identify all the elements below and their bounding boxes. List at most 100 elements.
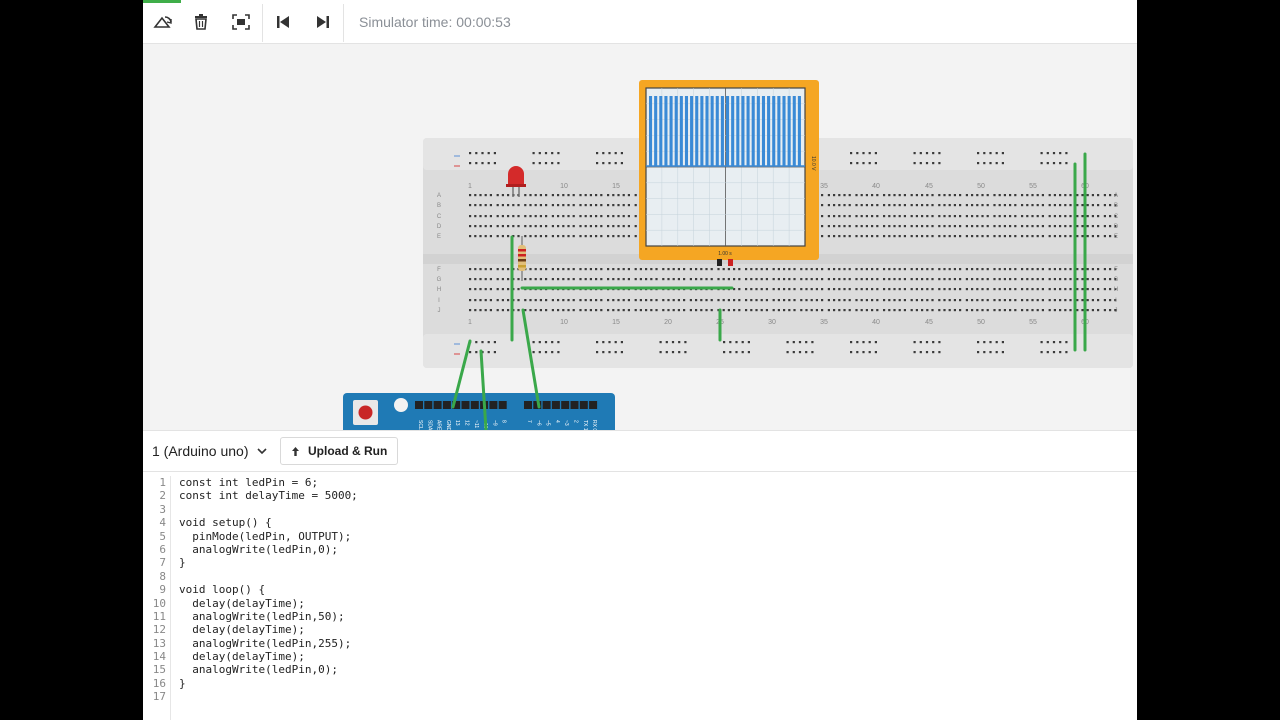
breadboard-hole[interactable]	[1064, 309, 1067, 312]
breadboard-hole[interactable]	[910, 299, 913, 302]
breadboard-hole[interactable]	[645, 278, 648, 281]
breadboard-hole[interactable]	[815, 299, 818, 302]
breadboard-hole[interactable]	[965, 204, 968, 207]
rail-hole[interactable]	[544, 162, 548, 165]
breadboard-hole[interactable]	[595, 299, 598, 302]
breadboard-hole[interactable]	[1003, 215, 1006, 218]
breadboard-hole[interactable]	[1109, 204, 1112, 207]
breadboard-hole[interactable]	[507, 204, 510, 207]
breadboard-hole[interactable]	[838, 215, 841, 218]
breadboard-hole[interactable]	[617, 204, 620, 207]
breadboard-hole[interactable]	[1097, 299, 1100, 302]
rail-hole[interactable]	[913, 351, 916, 354]
breadboard-hole[interactable]	[469, 288, 472, 291]
breadboard-hole[interactable]	[1103, 225, 1106, 228]
breadboard-hole[interactable]	[898, 204, 901, 207]
breadboard-hole[interactable]	[557, 194, 560, 197]
breadboard-hole[interactable]	[733, 288, 736, 291]
breadboard-hole[interactable]	[1036, 235, 1039, 238]
rail-hole[interactable]	[538, 152, 541, 155]
rail-hole[interactable]	[684, 341, 687, 344]
rail-hole[interactable]	[665, 351, 668, 354]
breadboard-hole[interactable]	[921, 288, 924, 291]
breadboard-hole[interactable]	[484, 225, 487, 228]
breadboard-hole[interactable]	[800, 309, 803, 312]
breadboard-hole[interactable]	[489, 288, 492, 291]
breadboard-hole[interactable]	[479, 225, 482, 228]
rail-hole[interactable]	[493, 351, 496, 354]
breadboard-hole[interactable]	[469, 235, 472, 238]
breadboard-hole[interactable]	[883, 309, 886, 312]
code-line[interactable]: analogWrite(ledPin,0);	[179, 663, 338, 677]
breadboard-hole[interactable]	[545, 225, 548, 228]
breadboard-hole[interactable]	[953, 299, 956, 302]
rail-hole[interactable]	[671, 351, 675, 354]
breadboard-hole[interactable]	[893, 309, 896, 312]
breadboard-hole[interactable]	[534, 299, 537, 302]
breadboard-hole[interactable]	[827, 268, 830, 271]
breadboard-hole[interactable]	[534, 204, 537, 207]
breadboard-hole[interactable]	[848, 225, 851, 228]
breadboard-hole[interactable]	[1053, 194, 1056, 197]
rail-hole[interactable]	[868, 351, 871, 354]
breadboard-hole[interactable]	[883, 268, 886, 271]
breadboard-hole[interactable]	[1026, 215, 1029, 218]
rail-hole[interactable]	[850, 152, 853, 155]
rail-hole[interactable]	[792, 351, 795, 354]
breadboard-hole[interactable]	[551, 194, 554, 197]
breadboard-hole[interactable]	[579, 299, 582, 302]
rail-hole[interactable]	[874, 152, 877, 155]
rail-hole[interactable]	[608, 351, 611, 354]
code-line[interactable]: analogWrite(ledPin,50);	[179, 609, 345, 623]
rail-hole[interactable]	[1001, 351, 1004, 354]
breadboard-hole[interactable]	[1081, 194, 1084, 197]
breadboard-hole[interactable]	[838, 278, 841, 281]
breadboard-hole[interactable]	[545, 235, 548, 238]
breadboard-hole[interactable]	[938, 194, 941, 197]
breadboard-hole[interactable]	[1109, 278, 1112, 281]
breadboard-hole[interactable]	[501, 288, 504, 291]
rail-hole[interactable]	[475, 162, 478, 165]
breadboard-hole[interactable]	[469, 268, 472, 271]
breadboard-hole[interactable]	[489, 194, 492, 197]
breadboard-hole[interactable]	[689, 299, 692, 302]
breadboard-hole[interactable]	[843, 215, 846, 218]
breadboard-hole[interactable]	[1109, 309, 1112, 312]
breadboard-hole[interactable]	[727, 309, 730, 312]
breadboard-hole[interactable]	[496, 225, 499, 228]
breadboard-hole[interactable]	[910, 225, 913, 228]
breadboard-hole[interactable]	[539, 194, 542, 197]
breadboard-hole[interactable]	[827, 309, 830, 312]
breadboard-hole[interactable]	[1048, 194, 1051, 197]
breadboard-hole[interactable]	[634, 225, 637, 228]
breadboard-hole[interactable]	[745, 299, 748, 302]
breadboard-hole[interactable]	[843, 225, 846, 228]
breadboard-hole[interactable]	[677, 278, 680, 281]
rail-hole[interactable]	[1001, 162, 1004, 165]
breadboard-hole[interactable]	[1114, 215, 1117, 218]
rail-hole[interactable]	[938, 152, 941, 155]
breadboard-hole[interactable]	[765, 268, 768, 271]
breadboard-hole[interactable]	[517, 235, 520, 238]
breadboard-hole[interactable]	[579, 204, 582, 207]
breadboard-hole[interactable]	[710, 309, 713, 312]
breadboard-hole[interactable]	[848, 215, 851, 218]
breadboard-hole[interactable]	[910, 309, 913, 312]
breadboard-hole[interactable]	[595, 268, 598, 271]
breadboard-hole[interactable]	[1069, 268, 1072, 271]
breadboard-hole[interactable]	[855, 299, 858, 302]
breadboard-hole[interactable]	[517, 204, 520, 207]
rail-hole[interactable]	[862, 152, 865, 155]
breadboard-hole[interactable]	[993, 299, 996, 302]
breadboard-hole[interactable]	[517, 309, 520, 312]
breadboard-hole[interactable]	[545, 194, 548, 197]
breadboard-hole[interactable]	[876, 235, 879, 238]
breadboard-hole[interactable]	[1086, 204, 1089, 207]
breadboard-hole[interactable]	[567, 309, 570, 312]
breadboard-hole[interactable]	[710, 278, 713, 281]
breadboard-hole[interactable]	[865, 268, 868, 271]
breadboard-hole[interactable]	[827, 215, 830, 218]
rail-hole[interactable]	[747, 341, 750, 344]
breadboard-hole[interactable]	[777, 268, 780, 271]
